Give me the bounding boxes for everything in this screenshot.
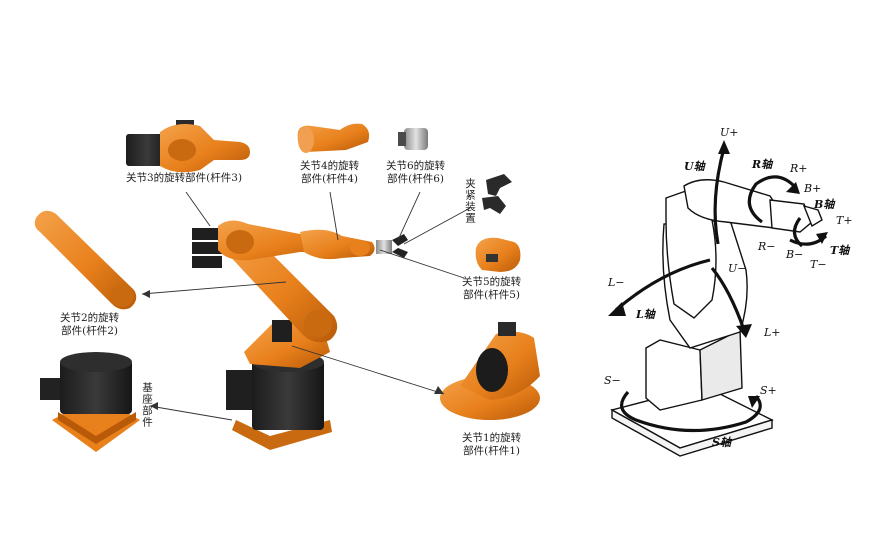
axis-b-plus: B+	[804, 182, 822, 195]
gripper-part	[482, 174, 512, 214]
axis-s-plus: S+	[760, 384, 777, 397]
link1-part	[440, 322, 540, 420]
label-joint2: 关节2的旋转 部件(杆件2)	[60, 312, 120, 337]
link3-part	[126, 120, 250, 173]
label-base: 基座部件	[141, 382, 153, 428]
axis-u: U轴	[684, 160, 705, 173]
axis-b-minus: B−	[786, 248, 804, 261]
link4-part	[297, 123, 370, 153]
axis-l-plus: L+	[764, 326, 781, 339]
axis-t: T轴	[830, 244, 850, 257]
leader-arrowheads	[142, 290, 444, 410]
axis-t-minus: T−	[810, 258, 827, 271]
label-joint3: 关节3的旋转部件(杆件3)	[126, 172, 243, 184]
axis-r-plus: R+	[790, 162, 808, 175]
axis-u-minus: U−	[728, 262, 747, 275]
axis-u-plus: U+	[720, 126, 739, 139]
axis-r-minus: R−	[758, 240, 776, 253]
axis-t-plus: T+	[836, 214, 853, 227]
link6-part	[398, 128, 428, 150]
label-joint6: 关节6的旋转 部件(杆件6)	[386, 160, 446, 185]
link2-part	[34, 210, 137, 310]
axis-r: R轴	[752, 158, 773, 171]
label-gripper: 夹紧装置	[464, 178, 476, 224]
label-joint4: 关节4的旋转 部件(杆件4)	[300, 160, 360, 185]
rotation-arrows	[614, 147, 828, 433]
axis-b: B轴	[814, 198, 835, 211]
base-part	[40, 352, 140, 452]
leader-lines	[141, 191, 471, 421]
robot-outline	[610, 179, 823, 457]
label-joint1: 关节1的旋转 部件(杆件1)	[462, 432, 522, 457]
link5-part	[475, 237, 521, 272]
assembled-robot	[192, 220, 408, 450]
rotation-arrowheads	[608, 140, 828, 408]
axis-l-minus: L−	[608, 276, 625, 289]
axis-l: L轴	[636, 308, 655, 321]
axis-s: S轴	[712, 436, 731, 449]
axis-s-minus: S−	[604, 374, 621, 387]
label-joint5: 关节5的旋转 部件(杆件5)	[462, 276, 522, 301]
